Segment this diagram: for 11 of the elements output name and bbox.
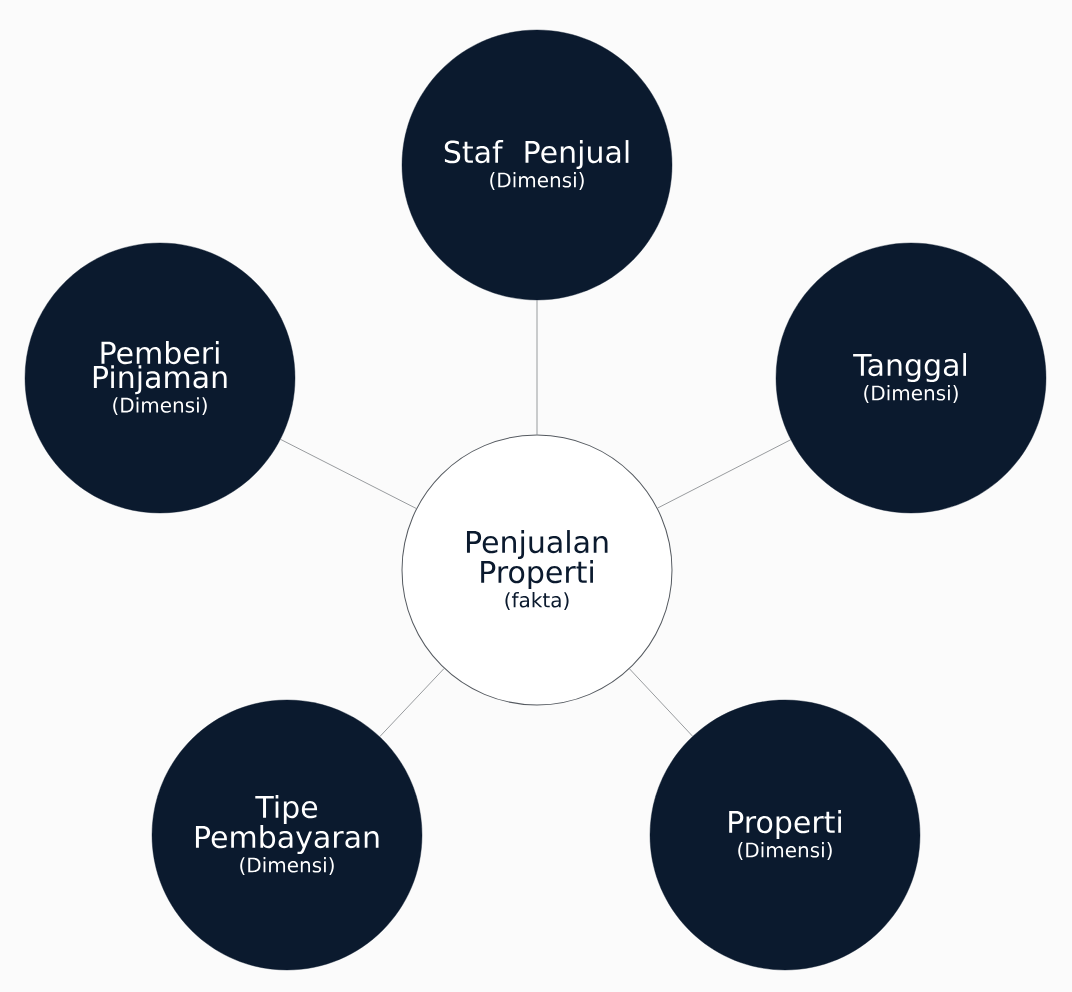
connector-line [280, 439, 417, 509]
circle-node: Pemberi Pinjaman (Dimensi) [24, 242, 296, 514]
connector-line [629, 668, 693, 737]
circle-node: Staf Penjual (Dimensi) [401, 29, 673, 301]
circle-node: Properti (Dimensi) [649, 699, 921, 971]
circle-node: Tanggal (Dimensi) [775, 242, 1047, 514]
circle-node: Tipe Pembayaran (Dimensi) [151, 699, 423, 971]
connector-line [379, 668, 445, 737]
circle-node: Penjualan Properti (fakta) [401, 434, 673, 706]
connector-line [536, 299, 538, 435]
connector-line [657, 439, 792, 509]
